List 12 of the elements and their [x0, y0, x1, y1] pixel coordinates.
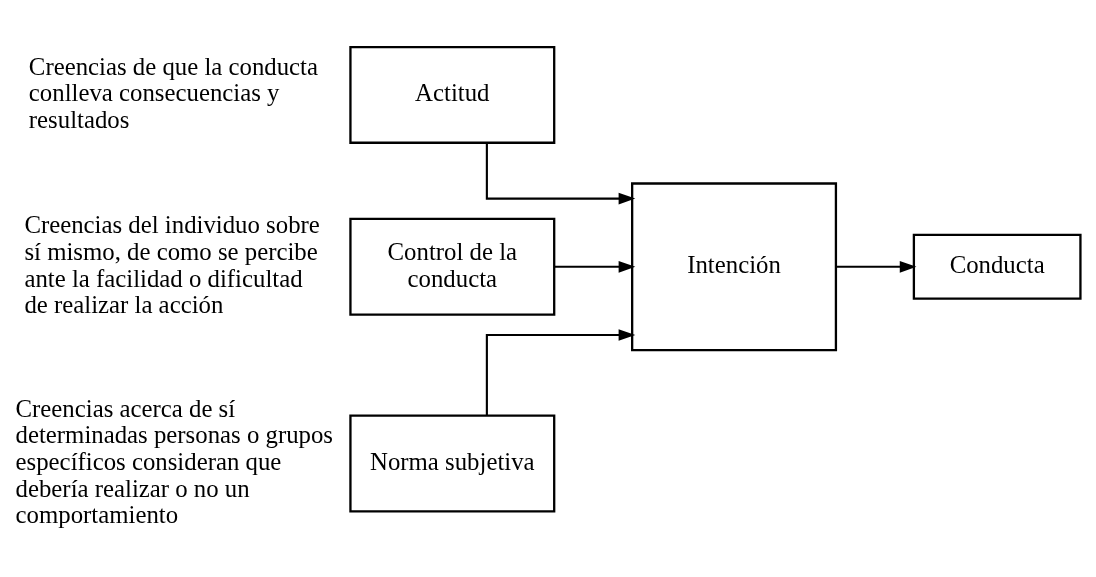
- arrow: [836, 260, 917, 273]
- node-box: Norma subjetiva: [349, 414, 556, 513]
- node-box: Actitud: [349, 45, 556, 144]
- arrow: [485, 143, 636, 205]
- node-label: Creencias del individuo sobre sí mismo, de como se percibe ante la facilidad o dificultad de realizar la acción: [24, 211, 320, 319]
- node-box: Control de la conducta: [349, 217, 556, 316]
- arrow: [485, 329, 636, 415]
- arrow: [554, 260, 636, 273]
- node-label: Creencias acerca de sí determinadas personas o grupos específicos consideran que debería realizar o no un comportamiento: [15, 394, 334, 529]
- node-box: Conducta: [912, 233, 1082, 300]
- node-box: Intención: [631, 182, 838, 352]
- node-label: Creencias de que la conducta conlleva consecuencias y resultados: [28, 52, 319, 134]
